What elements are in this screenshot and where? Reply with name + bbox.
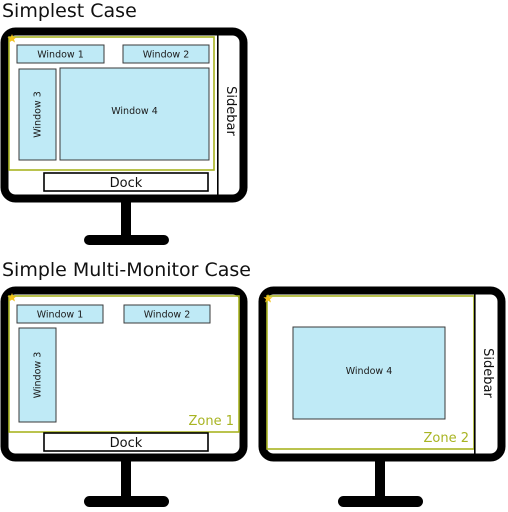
simplest-case-heading: Simplest Case — [2, 0, 137, 22]
sidebar-label: Sidebar — [480, 348, 495, 398]
star-icon — [7, 34, 17, 43]
monitor-stand-base — [84, 496, 169, 507]
window-3[interactable]: Window 3 — [18, 327, 57, 423]
window-4-label: Window 4 — [111, 106, 158, 117]
simplest-monitor: Window 1 Window 2 Window 3 Window 4 Dock… — [0, 27, 248, 245]
window-1[interactable]: Window 1 — [16, 44, 105, 64]
window-2[interactable]: Window 2 — [123, 304, 211, 324]
zone-2-label: Zone 2 — [424, 431, 470, 446]
zone-outline — [8, 36, 215, 171]
dock[interactable]: Dock — [43, 172, 209, 192]
right-monitor: Window 4 Zone 2 Sidebar — [258, 286, 506, 507]
dock[interactable]: Dock — [43, 432, 209, 452]
monitor-stand-neck — [121, 196, 131, 236]
window-1-label: Window 1 — [37, 310, 84, 321]
window-2-label: Window 2 — [143, 50, 190, 61]
monitor-stand-neck — [121, 455, 131, 498]
star-icon — [263, 294, 273, 303]
dock-label: Dock — [110, 436, 143, 451]
window-2-label: Window 2 — [144, 310, 191, 321]
sidebar[interactable]: Sidebar — [474, 293, 495, 454]
window-3[interactable]: Window 3 — [18, 68, 57, 161]
monitor-stand-base — [84, 235, 169, 245]
monitor-stand-base — [338, 496, 423, 507]
window-2[interactable]: Window 2 — [122, 44, 210, 64]
window-4[interactable]: Window 4 — [59, 67, 210, 161]
left-monitor: Window 1 Window 2 Window 3 Zone 1 Dock — [0, 286, 248, 507]
window-4-label: Window 4 — [346, 366, 393, 377]
window-1[interactable]: Window 1 — [16, 304, 104, 324]
multi-monitor-heading: Simple Multi-Monitor Case — [2, 259, 251, 281]
sidebar[interactable]: Sidebar — [217, 34, 238, 195]
monitor-frame — [0, 286, 248, 462]
monitor-stand-neck — [375, 455, 385, 498]
dock-label: Dock — [110, 176, 143, 191]
zone-1-outline — [8, 295, 240, 433]
window-4[interactable]: Window 4 — [292, 326, 446, 420]
star-icon — [7, 293, 17, 302]
sidebar-label: Sidebar — [223, 86, 238, 136]
window-1-label: Window 1 — [37, 50, 84, 61]
window-3-label: Window 3 — [33, 352, 44, 399]
window-3-label: Window 3 — [33, 91, 44, 138]
zone-1-label: Zone 1 — [189, 414, 235, 429]
